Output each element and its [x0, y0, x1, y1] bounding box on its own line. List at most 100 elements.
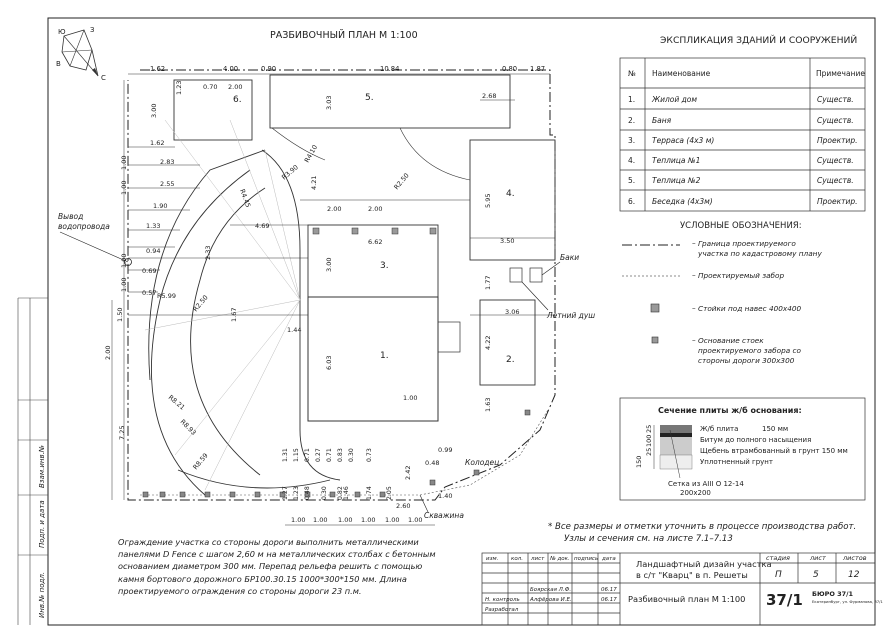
table-cell: 2.	[628, 116, 635, 125]
stamp-head: изм.	[486, 556, 499, 562]
legend-text: проектируемого забора со	[698, 346, 802, 355]
dim: R2.50	[392, 172, 410, 192]
explication-head-num: №	[628, 69, 636, 78]
bureau-logo: 37/1 БЮРО 37/1 Екатеринбург, ул. Фурмано…	[766, 590, 883, 609]
dim: 0.73	[366, 448, 373, 462]
slab-section: Сечение плиты ж/б основания: 25 100 25 1…	[619, 397, 866, 501]
dim: 1.15	[293, 448, 300, 462]
table-cell: 6.	[628, 197, 635, 206]
dim: 1.40	[438, 492, 452, 500]
stamp-name: Алфёрова И.Е.	[529, 597, 572, 603]
legend-text: – Стойки под навес 400х400	[692, 304, 801, 313]
compass-z: З	[90, 26, 95, 34]
dim: 4.21	[310, 176, 318, 190]
dim: 1.00	[385, 516, 399, 524]
section-dim: 100	[645, 435, 653, 447]
general-notes: * Все размеры и отметки уточнить в проце…	[548, 521, 868, 545]
explication-head-name: Наименование	[652, 69, 711, 78]
side-stamp-inv: Инв.№ подл.	[38, 572, 46, 618]
table-cell: 1.	[628, 95, 635, 104]
building-5-label: 5.	[365, 93, 374, 103]
legend-text: – Граница проектируемого	[692, 239, 796, 248]
dim: 2.00	[327, 205, 341, 213]
dim: 1.23	[293, 486, 300, 500]
section-layer: Щебень втрамбованный в грунт 150 мм	[700, 447, 848, 455]
section-layer: Битум до полного насыщения	[700, 436, 811, 444]
dim: 4.22	[484, 336, 492, 350]
dim: 0.70	[203, 83, 217, 91]
dim: 1.00	[120, 254, 128, 268]
table-cell: 4.	[628, 156, 635, 165]
dim: R8.59	[191, 452, 209, 472]
legend-text: – Проектируемый забор	[692, 271, 785, 280]
stamp-date: 06.17	[601, 587, 617, 593]
dim: 1.00	[408, 516, 422, 524]
dim: 4.69	[255, 222, 269, 230]
title-block	[481, 552, 876, 626]
dim: 1.90	[153, 202, 167, 210]
dim: 2.55	[160, 180, 174, 188]
dim: 1.33	[146, 222, 160, 230]
dim: 0.30	[321, 486, 328, 500]
section-layer: Ж/б плита	[700, 425, 738, 433]
table-cell: Теплица №1	[652, 156, 700, 165]
dim: 1.62	[150, 139, 164, 147]
site-plan	[111, 69, 556, 526]
dim: 1.44	[287, 326, 301, 334]
stamp-date: 06.17	[601, 597, 617, 603]
dim: 0.48	[425, 459, 439, 467]
bureau-address: Екатеринбург, ул. Фурманова, 37/1	[812, 599, 883, 604]
dim: 0.99	[438, 446, 452, 454]
dim: 2.60	[396, 502, 410, 510]
section-thickness: 150 мм	[762, 425, 788, 433]
dim: 0.71	[326, 448, 333, 462]
fence-note: Ограждение участка со стороны дороги вып…	[118, 537, 436, 596]
table-cell: Жилой дом	[651, 95, 697, 104]
section-title: Сечение плиты ж/б основания:	[658, 405, 802, 415]
dim-top-0: 1.62	[150, 65, 165, 73]
callout-well: Скважина	[424, 511, 464, 520]
dim: 1.77	[484, 276, 492, 290]
dim: 1.00	[338, 516, 352, 524]
dim: R8.21	[167, 393, 187, 411]
dim: 1.50	[116, 308, 124, 322]
building-1-label: 1.	[380, 351, 389, 361]
dim-top-5: 1.87	[530, 65, 545, 73]
table-cell: Беседка (4х3м)	[652, 197, 713, 206]
dim: 1.00	[120, 278, 128, 292]
callout-water-2: водопровода	[58, 222, 110, 231]
explication-rows: 1. Жилой дом Существ. 2. Баня Существ. 3…	[628, 95, 858, 206]
dim: 2.33	[204, 246, 212, 260]
building-6-label: 6.	[233, 95, 242, 105]
dim: 1.46	[343, 486, 350, 500]
table-cell: Баня	[652, 116, 672, 125]
legend-text: участка по кадастровому плану	[697, 249, 822, 258]
dim-top-1: 4.00	[223, 65, 238, 73]
dim: 3.00	[150, 104, 158, 118]
dim-top-3: 10.84	[380, 65, 399, 73]
dim: 0.48	[304, 486, 311, 500]
building-3-label: 3.	[380, 261, 389, 271]
dim: 1.31	[282, 448, 289, 462]
dim: 1.27	[282, 486, 289, 500]
sheet-frame	[47, 17, 876, 626]
project-line-2: в с/т "Кварц" в п. Решеты	[636, 570, 748, 580]
dim: 0.71	[304, 448, 311, 462]
dim: 0.94	[146, 247, 160, 255]
section-dim: 25	[645, 448, 653, 456]
logo-mark: 37/1	[766, 591, 803, 609]
dim: 6.62	[368, 238, 382, 246]
side-stamp	[17, 297, 48, 625]
bureau-name: БЮРО 37/1	[812, 590, 854, 598]
dim: 5.95	[484, 194, 492, 208]
stamp-col-head: листов	[842, 554, 867, 562]
table-cell: Существ.	[817, 116, 854, 125]
dim: 7.25	[118, 426, 126, 440]
stamp-name: Боярская Л.Ф.	[530, 587, 571, 593]
section-layer: Уплотненный грунт	[700, 458, 773, 466]
legend-text: стороны дороги 300х300	[698, 356, 795, 365]
stamp-head: лист	[530, 556, 545, 562]
stamp-head: кол.	[511, 556, 523, 562]
project-line-1: Ландшафтный дизайн участка	[636, 559, 772, 569]
dim: 1.00	[291, 516, 305, 524]
